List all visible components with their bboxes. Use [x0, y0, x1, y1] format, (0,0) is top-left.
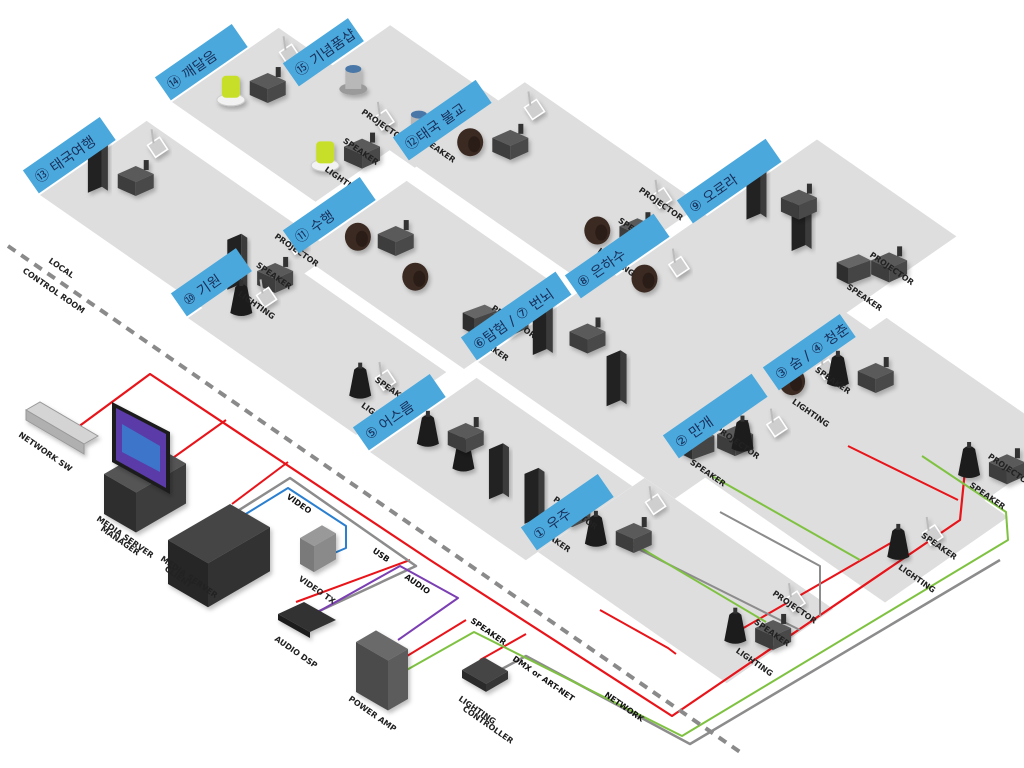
- lighting-fixture-icon: [374, 361, 397, 392]
- projector-icon: [492, 123, 529, 160]
- dmx-cable: [619, 539, 801, 631]
- media-server-client-icon: [168, 504, 270, 608]
- ceiling-speaker-icon: [310, 141, 340, 172]
- pendant-speaker-icon: [731, 415, 754, 452]
- column-speaker-icon: [524, 467, 545, 524]
- lighting-fixture-icon: [765, 408, 788, 438]
- projector-icon: [447, 417, 484, 454]
- monitor-icon: [112, 402, 170, 494]
- projector-icon: [615, 517, 652, 554]
- usb-cable: [235, 476, 418, 622]
- audio_dsp-label: AUDIO DSP: [273, 634, 319, 670]
- zone-tag-background: [170, 248, 252, 317]
- network-cable: [169, 419, 227, 461]
- pendant-speaker-icon: [887, 523, 910, 560]
- lighting-fixture-icon: [146, 129, 169, 159]
- network-cable: [295, 559, 411, 603]
- projector-icon: [857, 357, 894, 394]
- network-cable: [73, 372, 968, 718]
- network-switch-icon: [25, 401, 99, 455]
- pendant-speaker-icon: [826, 350, 849, 387]
- zone-tag-background: [460, 271, 572, 361]
- projector-icon: [344, 132, 381, 169]
- lighting-fixture-icon: [372, 101, 395, 131]
- subwoofer-icon: [836, 254, 871, 285]
- projector-icon: [871, 246, 908, 283]
- column-speaker-icon: [488, 443, 509, 500]
- ceiling-speaker-icon: [339, 64, 368, 95]
- network-cable: [739, 539, 897, 631]
- projector-icon: [117, 160, 154, 197]
- ceiling-speaker-icon: [216, 75, 246, 107]
- box-speaker-icon: [402, 262, 429, 291]
- lighting-fixture-icon: [783, 583, 807, 613]
- network-cable: [599, 609, 677, 655]
- network-cable: [231, 461, 289, 505]
- audio-cable: [299, 565, 459, 641]
- box-speaker-icon: [584, 216, 611, 245]
- zone-tag-background: [762, 313, 856, 391]
- lighting-fixture-icon: [523, 91, 546, 121]
- pendant-speaker-icon: [416, 410, 439, 447]
- projector-icon: [755, 613, 792, 650]
- video_tx-label: VIDEO TX: [297, 574, 338, 606]
- zone-tag-background: [676, 138, 782, 224]
- projector-icon: [780, 183, 817, 220]
- column-speaker-icon: [606, 350, 627, 407]
- video-cable: [235, 487, 347, 561]
- zone-tag-background: [154, 23, 248, 101]
- projector-icon: [569, 317, 606, 354]
- network-cable: [847, 445, 959, 501]
- boundary-label-control-room: CONTROL ROOM: [21, 266, 87, 315]
- lighting-fixture-icon: [921, 516, 944, 547]
- projector-icon: [988, 448, 1024, 485]
- video-tx-icon: [300, 525, 336, 573]
- pendant-speaker-icon: [958, 441, 981, 478]
- zone-tag-background: [282, 176, 376, 254]
- zone-floor-z2: [680, 374, 1008, 603]
- power-amp-icon: [356, 630, 408, 711]
- lighting_ctrl-label: CONTROLLER: [461, 704, 515, 745]
- zone-floor-z10: [188, 255, 447, 435]
- lighting-fixture-icon: [667, 248, 690, 278]
- lighting-fixture-icon: [650, 179, 673, 209]
- box-speaker-icon: [631, 264, 658, 293]
- lighting-fixture-icon: [255, 279, 278, 309]
- zone-tag-background: [282, 18, 364, 87]
- pendant-speaker-icon: [724, 607, 747, 644]
- zone-tag-background: [392, 79, 492, 161]
- zone-tag-background: [22, 116, 116, 194]
- speaker-cable: [623, 537, 767, 623]
- control-room-boundary: [6, 244, 742, 754]
- usb-cable-label: USB: [371, 546, 391, 564]
- projector-icon: [377, 220, 414, 257]
- projector-icon: [257, 256, 294, 293]
- zone-tag-background: [352, 373, 446, 451]
- projector-icon: [249, 67, 286, 104]
- audio-dsp-icon: [278, 602, 336, 638]
- zone-tag-background: [520, 473, 614, 551]
- pendant-speaker-icon: [584, 510, 607, 547]
- box-speaker-icon: [457, 128, 484, 157]
- dmx-cable: [719, 511, 821, 616]
- zone-tag-background: [564, 213, 670, 299]
- zone-tag-background: [662, 373, 768, 459]
- speaker-cable: [395, 455, 1009, 737]
- lighting-controller-icon: [462, 657, 508, 692]
- box-speaker-icon: [344, 222, 371, 251]
- pendant-speaker-icon: [230, 279, 253, 316]
- lighting-fixture-icon: [644, 486, 667, 516]
- speaker-cable: [711, 475, 861, 561]
- pendant-speaker-icon: [349, 362, 372, 399]
